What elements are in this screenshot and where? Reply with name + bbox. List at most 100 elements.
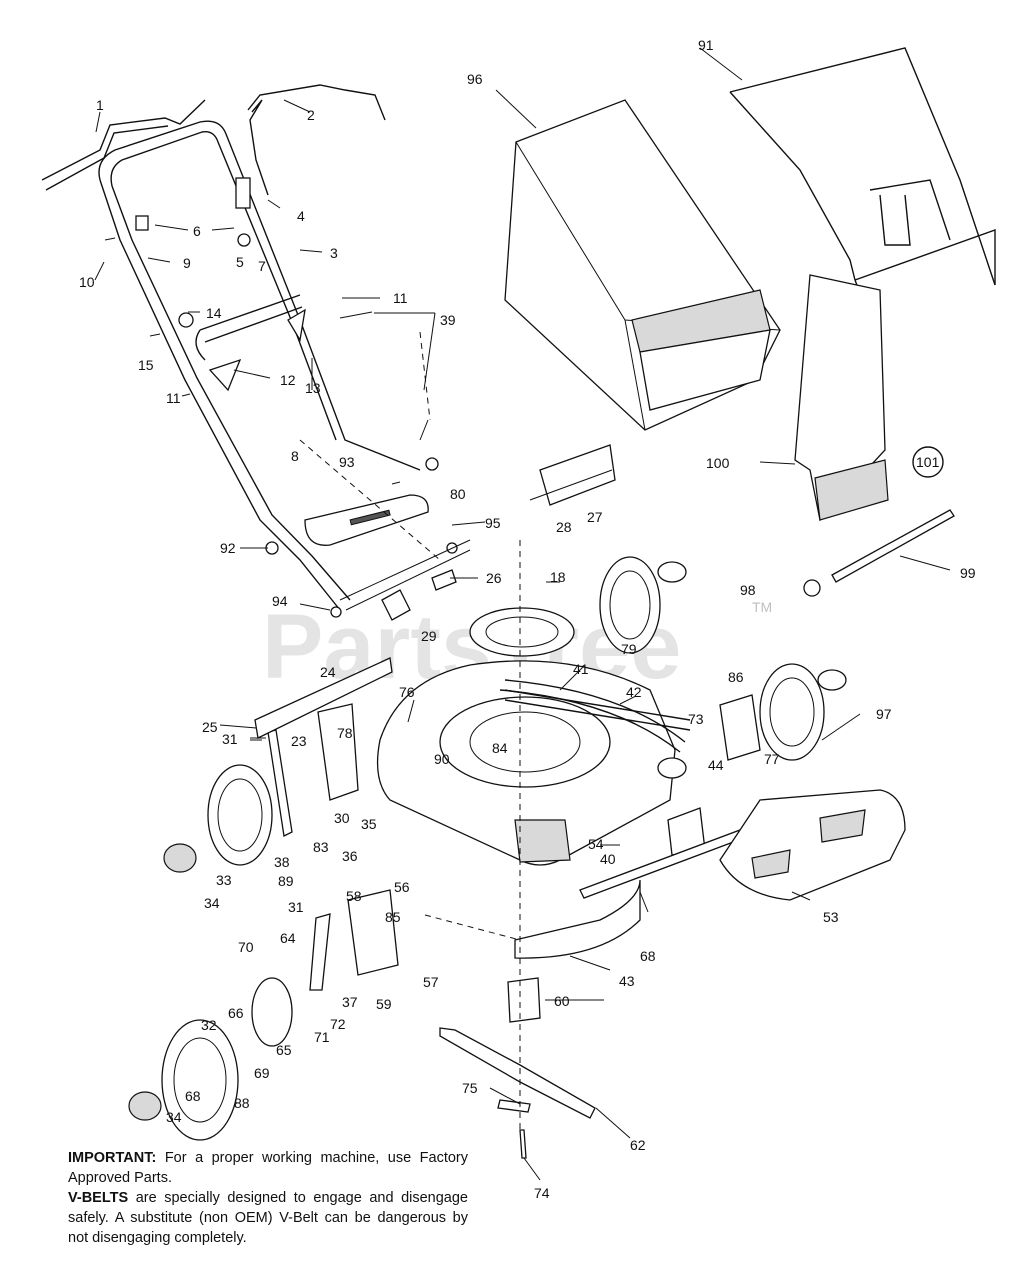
callout-30: 30: [334, 810, 350, 826]
callout-18: 18: [550, 569, 566, 585]
callout-13: 13: [305, 380, 321, 396]
bag-frame: [729, 47, 996, 331]
callout-96: 96: [467, 71, 483, 87]
callout-89: 89: [278, 873, 294, 889]
callout-34-a: 34: [204, 895, 220, 911]
mulch-deflector: [794, 274, 889, 522]
leader-lines: [94, 47, 951, 1181]
v-belt: [504, 679, 686, 743]
callout-39: 39: [440, 312, 456, 328]
vbelts-label: V-BELTS: [68, 1190, 129, 1206]
handle-hardware: [104, 177, 471, 621]
callout-15: 15: [138, 357, 154, 373]
blade-adapter: [507, 977, 541, 1023]
callout-36: 36: [342, 848, 358, 864]
callout-64: 64: [280, 930, 296, 946]
callout-68-b: 68: [185, 1088, 201, 1104]
callout-32: 32: [201, 1017, 217, 1033]
adjuster-lever: [309, 913, 331, 991]
callout-42: 42: [626, 684, 642, 700]
callout-65: 65: [276, 1042, 292, 1058]
callout-95: 95: [485, 515, 501, 531]
watermark-trademark: TM: [752, 599, 772, 615]
callout-75: 75: [462, 1080, 478, 1096]
callout-7: 7: [258, 258, 266, 274]
callout-10: 10: [79, 274, 95, 290]
callout-92: 92: [220, 540, 236, 556]
rear-baffle: [254, 657, 393, 739]
callout-84: 84: [492, 740, 508, 756]
callout-23: 23: [291, 733, 307, 749]
callout-1: 1: [96, 97, 104, 113]
callout-3: 3: [330, 245, 338, 261]
callout-29: 29: [421, 628, 437, 644]
callout-24: 24: [320, 664, 336, 680]
front-wheel-left-bottom: [128, 977, 293, 1141]
callout-11-b: 11: [166, 390, 181, 406]
callout-71: 71: [314, 1029, 330, 1045]
callout-56: 56: [394, 879, 410, 895]
callout-41: 41: [573, 661, 589, 677]
height-adjuster-bottom: [347, 889, 399, 976]
callout-53: 53: [823, 909, 839, 925]
height-adjuster-top: [317, 703, 359, 801]
rear-wheel-right: [759, 663, 847, 761]
callout-33: 33: [216, 872, 232, 888]
callout-58: 58: [346, 888, 362, 904]
callout-26: 26: [486, 570, 502, 586]
callout-28: 28: [556, 519, 572, 535]
callout-6: 6: [193, 223, 201, 239]
important-text: For a proper working machine, use Factor…: [68, 1150, 468, 1186]
callout-9: 9: [183, 255, 191, 271]
vbelt-note: V-BELTS are specially designed to engage…: [68, 1188, 468, 1248]
callout-54: 54: [588, 836, 604, 852]
callout-88: 88: [234, 1095, 250, 1111]
callout-labels: 1 2 3 4 5 6 7 8 9 10 11 11 12 13 14 15 1…: [79, 37, 976, 1201]
mower-deck: [376, 660, 691, 866]
upper-handle-wire: [41, 99, 206, 191]
callout-37: 37: [342, 994, 358, 1010]
important-note: IMPORTANT: For a proper working machine,…: [68, 1148, 468, 1188]
callout-86: 86: [728, 669, 744, 685]
callout-43: 43: [619, 973, 635, 989]
callout-85: 85: [385, 909, 401, 925]
important-notes: IMPORTANT: For a proper working machine,…: [68, 1148, 468, 1248]
callout-73: 73: [688, 711, 704, 727]
callout-101: 101: [916, 454, 940, 470]
callout-62: 62: [630, 1137, 646, 1153]
callout-57: 57: [423, 974, 439, 990]
front-wheel-left-top: [163, 764, 273, 873]
callout-77: 77: [764, 751, 780, 767]
callout-100: 100: [706, 455, 730, 471]
callout-91: 91: [698, 37, 714, 53]
callout-5: 5: [236, 254, 244, 270]
callout-69: 69: [254, 1065, 270, 1081]
callout-66: 66: [228, 1005, 244, 1021]
callout-8: 8: [291, 448, 299, 464]
callout-11-a: 11: [393, 290, 408, 306]
rod: [831, 509, 955, 583]
handle-frame: [98, 120, 421, 611]
callout-44: 44: [708, 757, 724, 773]
callout-80: 80: [450, 486, 466, 502]
callout-72: 72: [330, 1016, 346, 1032]
callout-2: 2: [307, 107, 315, 123]
callout-76: 76: [399, 684, 415, 700]
callout-79: 79: [621, 641, 637, 657]
bell-support: [497, 1099, 531, 1113]
callout-35: 35: [361, 816, 377, 832]
blade: [439, 1027, 596, 1119]
callout-99: 99: [960, 565, 976, 581]
callout-31-a: 31: [222, 731, 238, 747]
callout-93: 93: [339, 454, 355, 470]
callout-97: 97: [876, 706, 892, 722]
callout-68-a: 68: [640, 948, 656, 964]
callout-14: 14: [206, 305, 222, 321]
callout-70: 70: [238, 939, 254, 955]
callout-40: 40: [600, 851, 616, 867]
engine-mount-ring: [469, 607, 575, 657]
callout-31-b: 31: [288, 899, 304, 915]
callout-90: 90: [434, 751, 450, 767]
callout-59: 59: [376, 996, 392, 1012]
